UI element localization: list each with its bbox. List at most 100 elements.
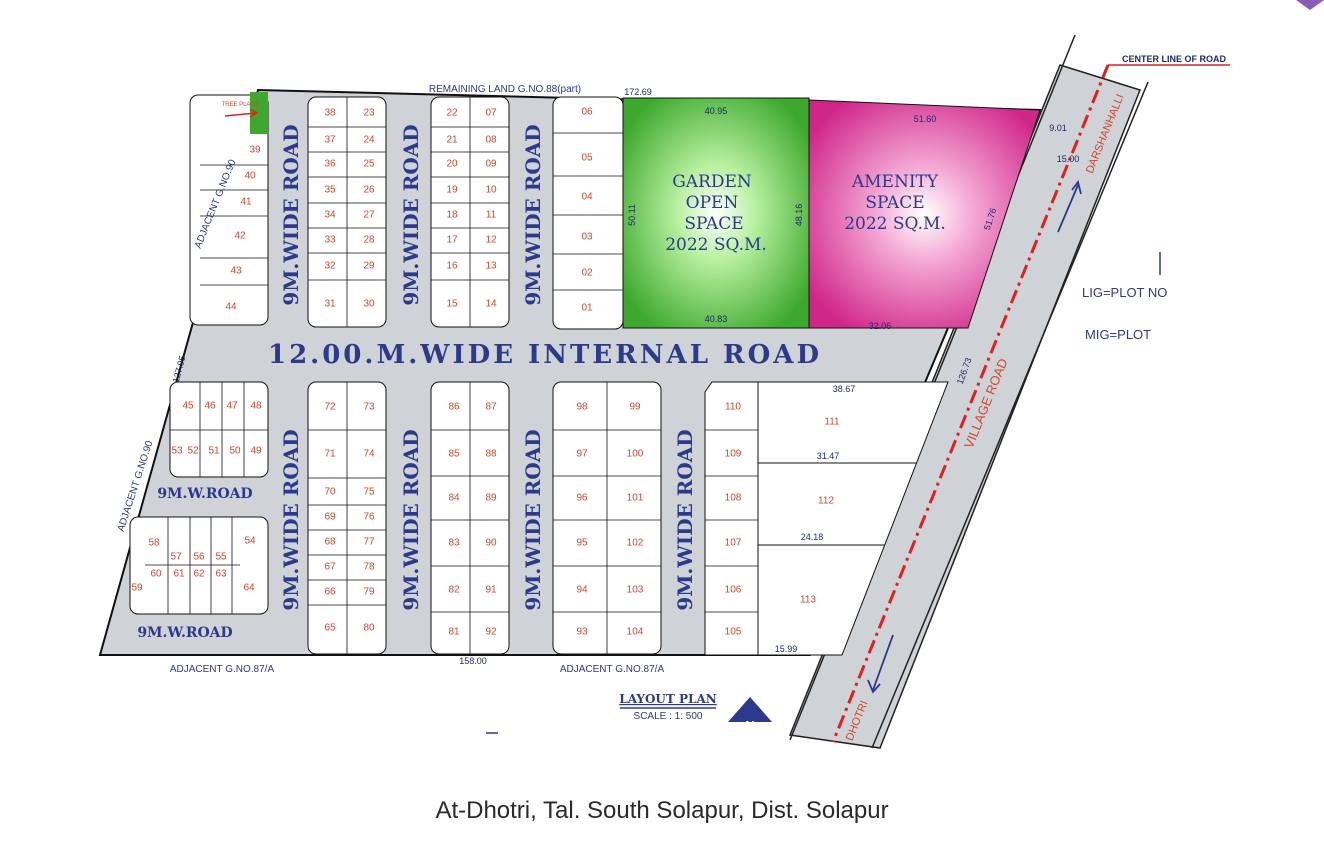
plot-number-113: 113 xyxy=(800,595,816,606)
plot-number-108: 108 xyxy=(725,493,742,504)
plot-number-61: 61 xyxy=(173,569,185,580)
internal-road-label: 12.00.M.WIDE INTERNAL ROAD xyxy=(268,340,822,370)
garden-line4: 2022 SQ.M. xyxy=(665,235,767,255)
plot-number-97: 97 xyxy=(576,449,588,460)
plot-number-67: 67 xyxy=(324,562,336,573)
plot-number-84: 84 xyxy=(448,493,460,504)
plot-number-46: 46 xyxy=(204,401,216,412)
plot-number-89: 89 xyxy=(485,493,497,504)
plot-number-17: 17 xyxy=(446,235,458,246)
plot-number-90: 90 xyxy=(485,538,497,549)
right-plot-dim-3: 24.18 xyxy=(801,532,824,542)
plot-number-42: 42 xyxy=(234,231,246,242)
plot-number-45: 45 xyxy=(182,401,194,412)
plot-number-21: 21 xyxy=(446,135,458,146)
layout-plan-scale: SCALE : 1: 500 xyxy=(634,711,703,722)
block-a1 xyxy=(189,94,269,326)
plot-number-25: 25 xyxy=(363,159,375,170)
garden-dim-left: 50.11 xyxy=(627,204,637,226)
plot-number-05: 05 xyxy=(581,153,593,164)
plot-number-69: 69 xyxy=(324,512,336,523)
plot-number-100: 100 xyxy=(627,449,644,460)
plot-number-93: 93 xyxy=(576,627,588,638)
plot-number-37: 37 xyxy=(324,135,336,146)
plot-number-71: 71 xyxy=(324,449,336,460)
plot-number-04: 04 xyxy=(581,192,593,203)
plot-number-55: 55 xyxy=(215,552,227,563)
center-line-label: CENTER LINE OF ROAD xyxy=(1122,54,1227,64)
plot-number-59: 59 xyxy=(131,583,143,594)
plot-number-15: 15 xyxy=(446,299,458,310)
plot-number-66: 66 xyxy=(324,587,336,598)
plot-number-49: 49 xyxy=(250,446,262,457)
top-boundary-label: REMAINING LAND G.NO.88(part) xyxy=(429,84,581,95)
amenity-line3: 2022 SQ.M. xyxy=(844,214,946,234)
plot-number-35: 35 xyxy=(324,185,336,196)
plot-number-58: 58 xyxy=(148,538,160,549)
corner-triangle-icon xyxy=(1296,0,1324,10)
block-b6 xyxy=(704,381,949,656)
plot-number-72: 72 xyxy=(324,402,336,413)
plot-number-10: 10 xyxy=(485,185,497,196)
right-plot-dim-2: 31.47 xyxy=(817,451,840,461)
plot-number-81: 81 xyxy=(448,627,460,638)
plot-number-64: 64 xyxy=(243,583,255,594)
road-9mw-label-1: 9M.W.ROAD xyxy=(157,486,252,502)
plot-number-102: 102 xyxy=(627,538,644,549)
plot-number-62: 62 xyxy=(193,569,205,580)
plot-number-60: 60 xyxy=(150,569,162,580)
road-9m-label-7: 9M.WIDE ROAD xyxy=(673,429,697,610)
plot-number-87: 87 xyxy=(485,402,497,413)
plot-number-29: 29 xyxy=(363,261,375,272)
plot-number-24: 24 xyxy=(363,135,375,146)
plot-number-111: 111 xyxy=(824,417,840,428)
layout-plan-title: LAYOUT PLAN xyxy=(619,692,717,706)
plot-number-95: 95 xyxy=(576,538,588,549)
plot-number-08: 08 xyxy=(485,135,497,146)
plot-number-32: 32 xyxy=(324,261,336,272)
plot-number-56: 56 xyxy=(193,552,205,563)
plot-number-19: 19 xyxy=(446,185,458,196)
plot-number-92: 92 xyxy=(485,627,497,638)
plot-number-51: 51 xyxy=(208,446,220,457)
plot-number-43: 43 xyxy=(230,266,242,277)
plot-number-47: 47 xyxy=(226,401,238,412)
legend-mig: MIG=PLOT xyxy=(1085,327,1151,342)
block-b1 xyxy=(169,381,269,478)
amenity-dim-top: 51.60 xyxy=(914,114,937,124)
plot-number-50: 50 xyxy=(229,446,241,457)
garden-dim-top: 40.95 xyxy=(705,106,728,116)
plot-number-23: 23 xyxy=(363,108,375,119)
plot-number-02: 02 xyxy=(581,268,593,279)
plot-number-82: 82 xyxy=(448,585,460,596)
plot-number-104: 104 xyxy=(627,627,644,638)
garden-line3: SPACE xyxy=(684,214,743,234)
plot-number-103: 103 xyxy=(627,585,644,596)
plot-number-63: 63 xyxy=(215,569,227,580)
plot-number-75: 75 xyxy=(363,487,375,498)
amenity-line2: SPACE xyxy=(865,193,924,213)
road-9m-label-2: 9M.WIDE ROAD xyxy=(399,124,423,305)
plot-number-54: 54 xyxy=(244,536,256,547)
plot-number-110: 110 xyxy=(725,402,741,413)
plot-number-13: 13 xyxy=(485,261,497,272)
plot-number-68: 68 xyxy=(324,537,336,548)
right-plot-dim-1: 38.67 xyxy=(833,384,856,394)
plot-number-27: 27 xyxy=(363,210,375,221)
plot-number-28: 28 xyxy=(363,235,375,246)
plot-grid-lines xyxy=(145,97,758,654)
plot-number-107: 107 xyxy=(725,538,742,549)
plot-number-34: 34 xyxy=(324,210,336,221)
plot-number-101: 101 xyxy=(627,493,644,504)
tree-plant-area xyxy=(250,92,268,134)
plot-number-11: 11 xyxy=(486,210,497,221)
amenity-line1: AMENITY xyxy=(851,172,939,192)
plot-number-80: 80 xyxy=(363,623,375,634)
plot-number-52: 52 xyxy=(187,446,199,457)
garden-open-space xyxy=(622,97,810,329)
block-b2 xyxy=(129,516,269,615)
plot-number-79: 79 xyxy=(363,587,375,598)
road-9m-label-1: 9M.WIDE ROAD xyxy=(279,124,303,305)
plot-number-53: 53 xyxy=(171,446,183,457)
